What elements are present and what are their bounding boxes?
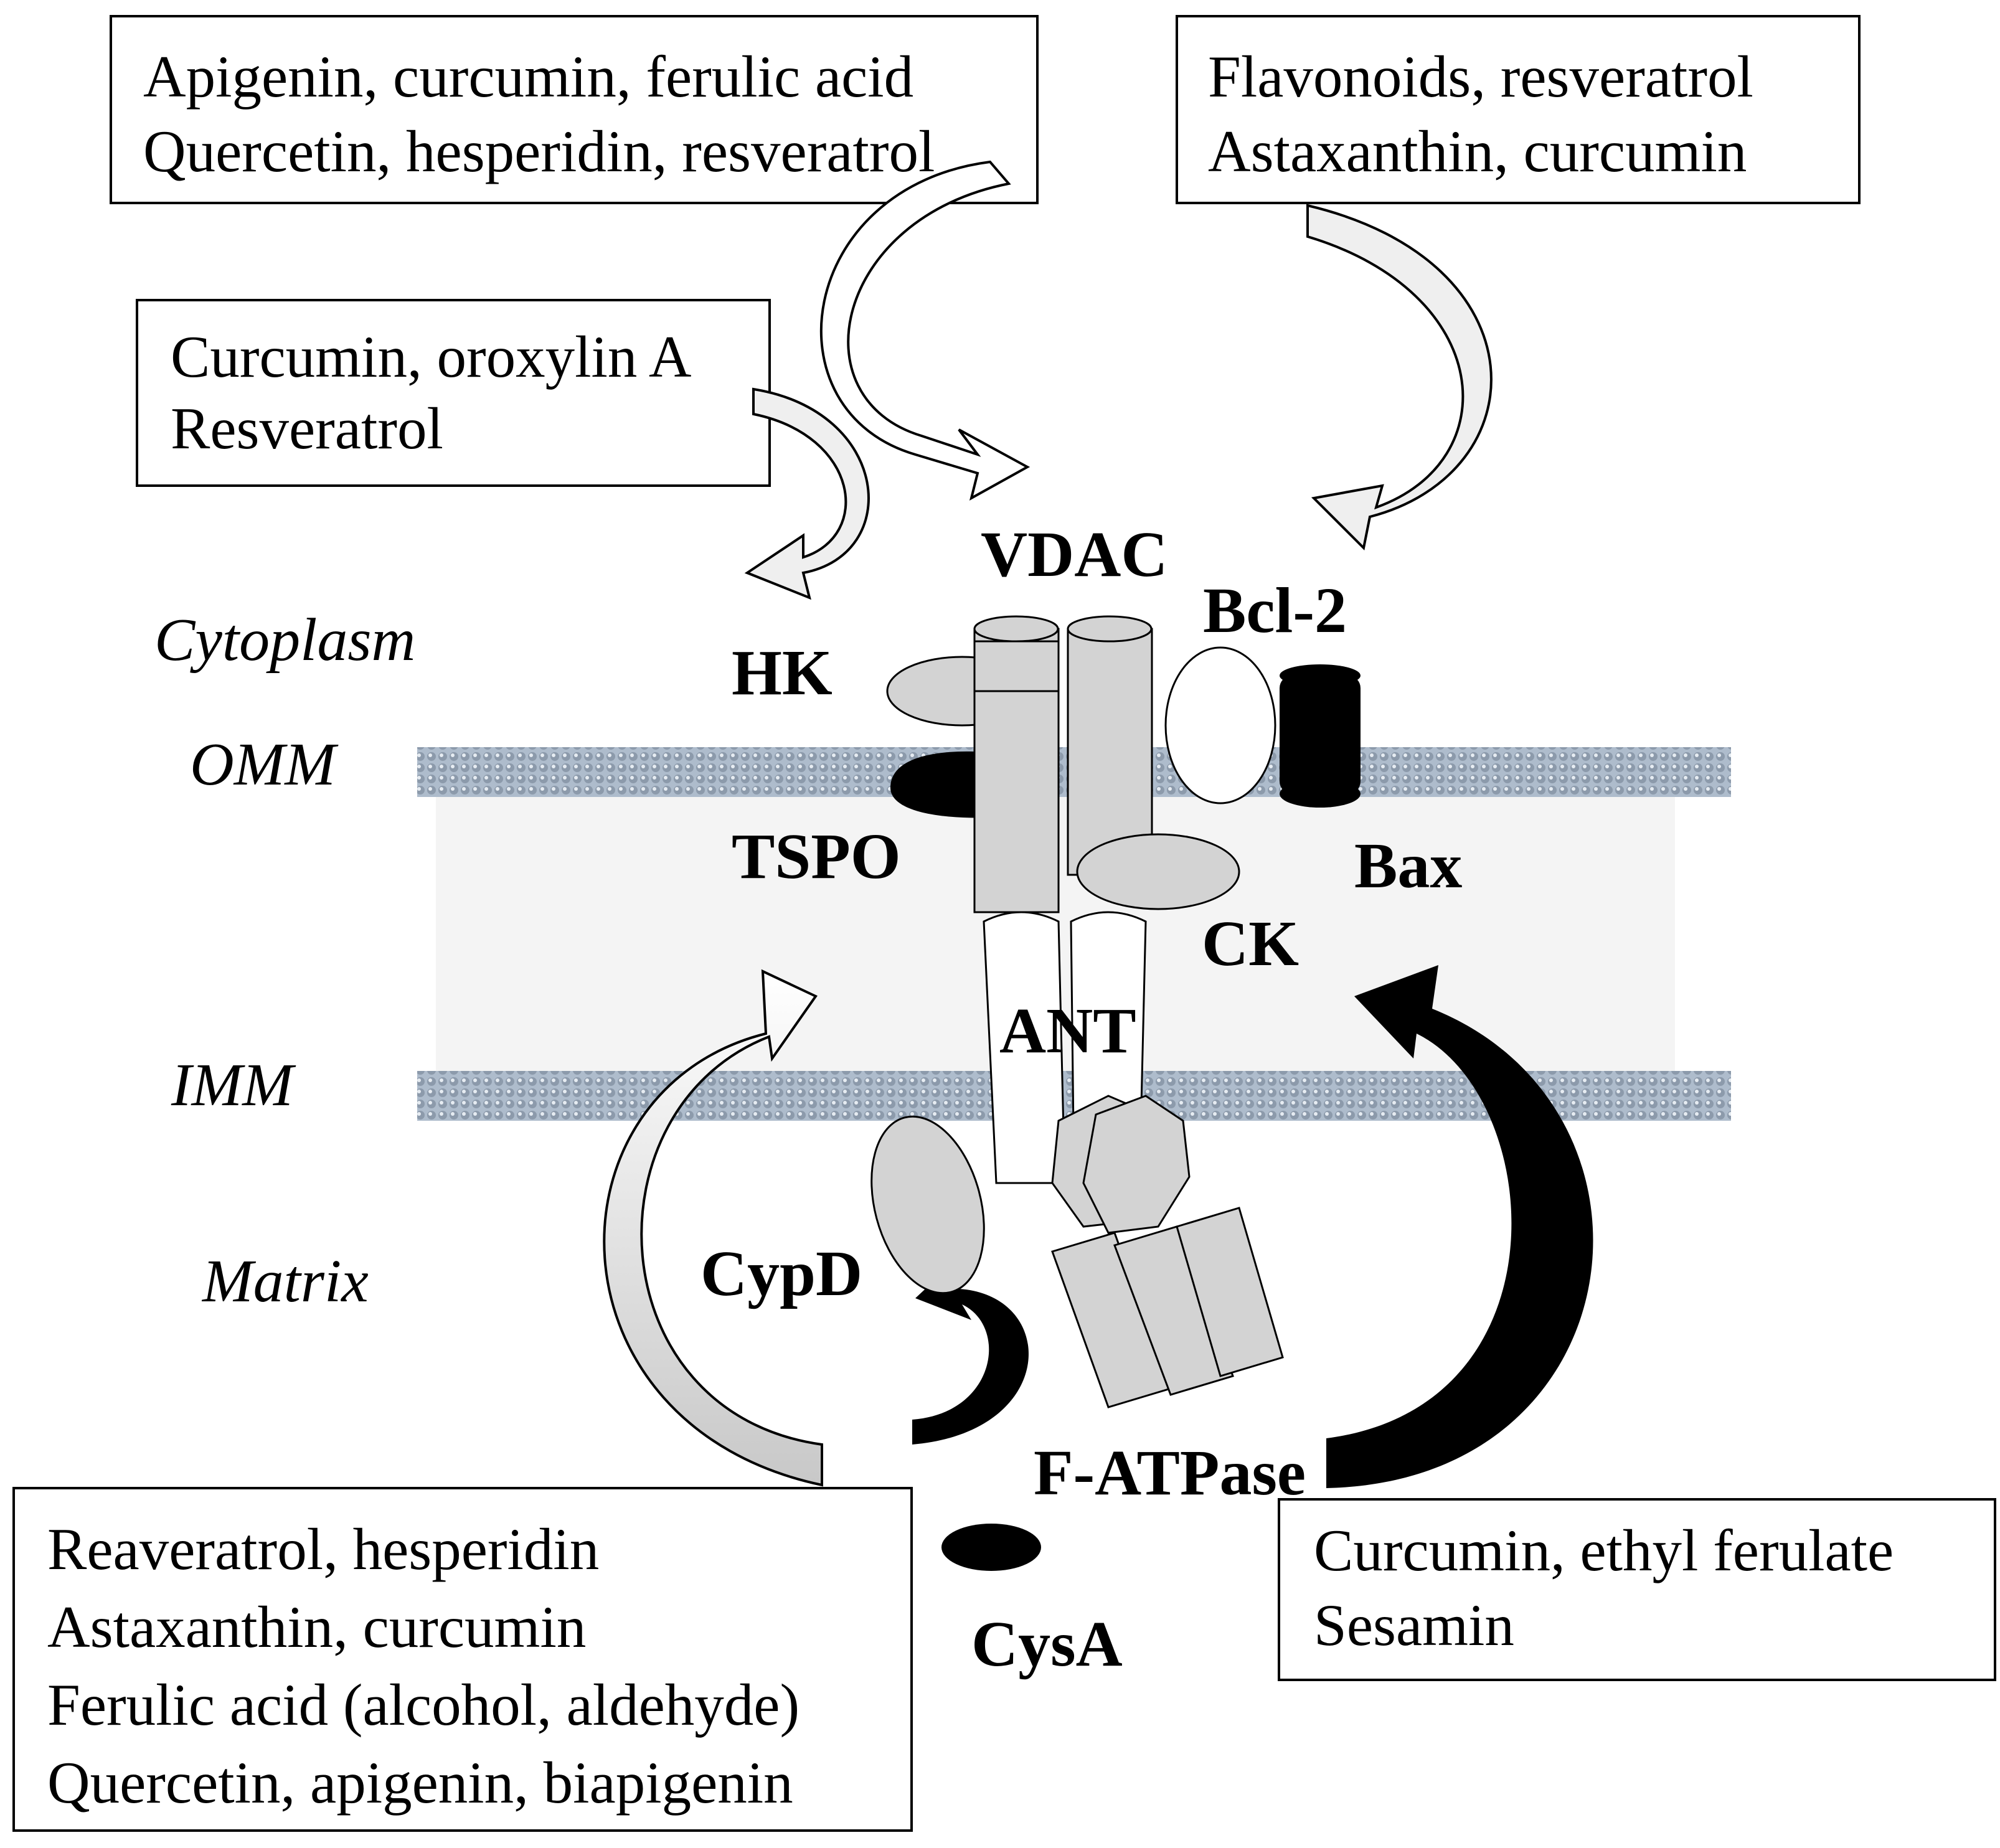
box-bottom-left-line-3: Ferulic acid (alcohol, aldehyde): [47, 1672, 800, 1738]
box-top-right-line-1: Flavonoids, resveratrol: [1208, 44, 1753, 110]
arrow-top-right-to-bcl2: [1306, 204, 1493, 551]
box-bottom-left: Reaveratrol, hesperidin Astaxanthin, cur…: [12, 1487, 913, 1832]
bax-shape: [1280, 664, 1361, 808]
label-imm: IMM: [171, 1052, 296, 1119]
box-top-right: Flavonoids, resveratrol Astaxanthin, cur…: [1176, 15, 1861, 204]
box-bottom-right-line-1: Curcumin, ethyl ferulate: [1314, 1517, 1894, 1583]
hk-front-patch: [973, 640, 1060, 692]
ant-left-shape: [983, 911, 1066, 1184]
box-middle-left-line-2: Resveratrol: [171, 395, 443, 461]
box-top-right-line-2: Astaxanthin, curcumin: [1208, 118, 1747, 184]
label-cysa: CysA: [971, 1608, 1123, 1680]
fatpase-stalk-2: [1113, 1225, 1234, 1396]
bcl2-shape: [1164, 646, 1276, 804]
box-bottom-right: Curcumin, ethyl ferulate Sesamin: [1278, 1498, 1996, 1681]
arrow-cysa-to-cypd: [912, 1258, 1029, 1445]
cysa-shape: [941, 1524, 1041, 1571]
label-tspo: TSPO: [732, 821, 901, 892]
cypd-shape: [870, 1115, 985, 1294]
ck-shape: [1076, 833, 1240, 910]
label-bcl2: Bcl-2: [1203, 575, 1347, 646]
label-ck: CK: [1202, 908, 1299, 979]
label-fatpase: F-ATPase: [1034, 1437, 1306, 1509]
arrow-bottom-right-to-ck: [1326, 965, 1593, 1488]
label-cypd: CypD: [700, 1238, 862, 1309]
box-middle-left: Curcumin, oroxylin A Resveratrol: [136, 299, 771, 487]
box-bottom-left-line-4: Quercetin, apigenin, biapigenin: [47, 1750, 793, 1816]
box-top-left-line-2: Quercetin, hesperidin, resveratrol: [143, 118, 935, 184]
label-hk: HK: [732, 637, 833, 709]
label-vdac: VDAC: [981, 519, 1167, 590]
box-top-left: Apigenin, curcumin, ferulic acid Quercet…: [110, 15, 1039, 204]
arrow-middle-left-to-hk: [744, 387, 870, 600]
label-omm: OMM: [190, 731, 339, 798]
box-bottom-right-line-2: Sesamin: [1314, 1592, 1514, 1658]
label-bax: Bax: [1354, 830, 1462, 902]
box-bottom-left-line-2: Astaxanthin, curcumin: [47, 1594, 586, 1660]
label-cytoplasm: Cytoplasm: [154, 606, 415, 674]
vdac-right-cylinder: [1067, 615, 1153, 876]
label-ant: ANT: [999, 995, 1136, 1067]
label-matrix: Matrix: [201, 1248, 369, 1315]
fatpase-stalk-3: [1176, 1207, 1284, 1377]
box-bottom-left-line-1: Reaveratrol, hesperidin: [47, 1516, 599, 1582]
fatpase-head-front: [1082, 1095, 1191, 1234]
box-middle-left-line-1: Curcumin, oroxylin A: [171, 324, 692, 390]
arrow-bottom-left-to-ant: [603, 969, 823, 1487]
arrow-top-left-to-vdac: [819, 160, 1031, 501]
box-top-left-line-1: Apigenin, curcumin, ferulic acid: [143, 44, 913, 110]
